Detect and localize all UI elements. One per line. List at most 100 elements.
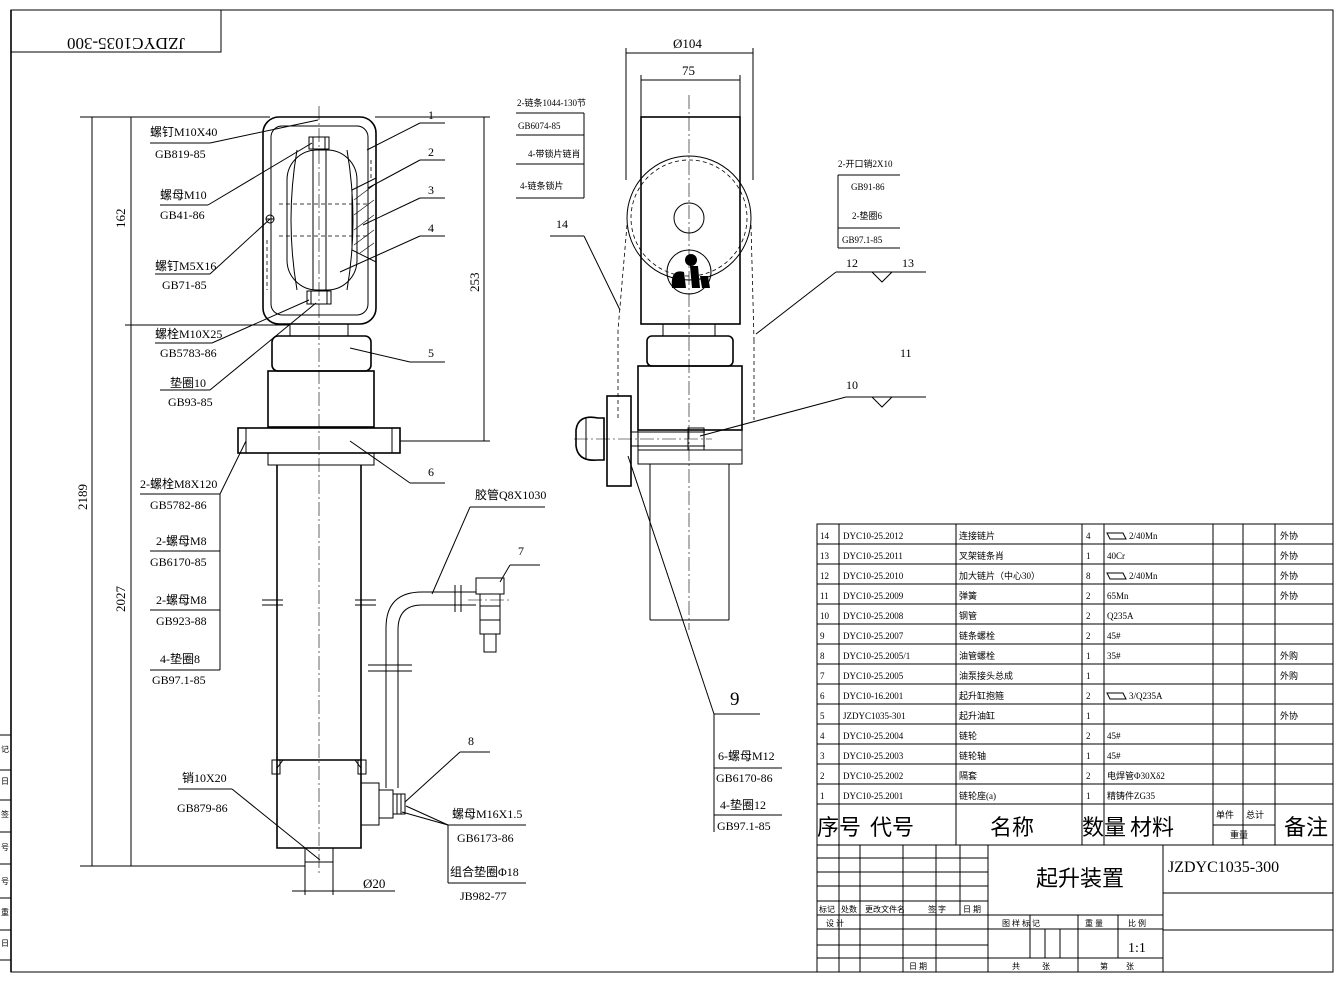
parts-cell-remark: 外协 — [1280, 530, 1298, 541]
svg-text:更改文件名: 更改文件名 — [865, 904, 905, 914]
svg-text:9: 9 — [730, 689, 740, 710]
parts-cell-material: 40Cr — [1107, 551, 1125, 561]
parts-cell-name: 弹簧 — [959, 590, 977, 601]
header-remark: 备注 — [1284, 815, 1328, 840]
parts-cell-name: 起升缸抱箍 — [959, 690, 1004, 701]
header-material: 材料 — [1130, 815, 1174, 840]
parts-cell-material: 35# — [1107, 651, 1121, 661]
svg-text:GB6170-86: GB6170-86 — [716, 771, 773, 785]
strip-label: 号 — [1, 843, 9, 852]
parts-cell-name: 链轮座(a) — [959, 790, 996, 801]
svg-text:10: 10 — [846, 378, 858, 392]
svg-text:共: 共 — [1012, 962, 1020, 971]
parts-cell-code: DYC10-25.2010 — [843, 571, 904, 581]
svg-text:处数: 处数 — [841, 904, 857, 914]
parts-cell-qty: 2 — [1086, 591, 1091, 601]
svg-text:日 期: 日 期 — [963, 905, 981, 914]
svg-text:JB982-77: JB982-77 — [460, 889, 507, 903]
svg-text:螺钉M10X40: 螺钉M10X40 — [150, 125, 217, 139]
parts-cell-code: DYC10-25.2001 — [843, 791, 903, 801]
parts-cell-name: 链轮 — [959, 730, 977, 741]
parts-cell-material: 2/40Mn — [1129, 531, 1158, 541]
svg-text:2-螺母M8: 2-螺母M8 — [156, 593, 207, 607]
svg-text:GB97.1-85: GB97.1-85 — [152, 673, 206, 687]
parts-cell-remark: 外协 — [1280, 550, 1298, 561]
parts-cell-qty: 1 — [1086, 671, 1091, 681]
svg-text:GB5782-86: GB5782-86 — [150, 498, 207, 512]
svg-text:第: 第 — [1100, 961, 1108, 971]
parts-cell-no: 11 — [820, 591, 829, 601]
scale-value: 1:1 — [1128, 941, 1146, 956]
mid-labels: 胶管Q8X1030 螺母M16X1.5 GB6173-86 组合垫圈Φ18 JB… — [401, 487, 546, 903]
header-code: 代号 — [870, 815, 914, 840]
svg-text:螺母M10: 螺母M10 — [160, 188, 207, 202]
svg-text:GB97.1-85: GB97.1-85 — [842, 235, 883, 245]
svg-text:14: 14 — [556, 217, 568, 231]
svg-text:2-螺栓M8X120: 2-螺栓M8X120 — [140, 476, 217, 491]
binding-strip: 记 日 签 号 号 重 日 — [0, 734, 11, 961]
svg-text:4-链条锁片: 4-链条锁片 — [520, 180, 564, 191]
parts-cell-no: 4 — [820, 731, 825, 741]
strip-label: 签 — [1, 809, 9, 819]
parts-cell-name: 连接链片 — [959, 530, 995, 541]
parts-cell-no: 14 — [820, 531, 830, 541]
dim-162: 162 — [113, 209, 128, 229]
svg-text:比 例: 比 例 — [1128, 918, 1146, 928]
parts-cell-code: DYC10-25.2005/1 — [843, 651, 910, 661]
parts-cell-code: DYC10-25.2004 — [843, 731, 904, 741]
svg-text:垫圈10: 垫圈10 — [170, 375, 206, 390]
strip-label: 日 — [1, 939, 9, 948]
svg-text:GB71-85: GB71-85 — [162, 278, 207, 292]
parts-cell-name: 链轮轴 — [959, 750, 986, 761]
svg-text:2-螺母M8: 2-螺母M8 — [156, 534, 207, 548]
svg-text:张: 张 — [1042, 962, 1050, 971]
svg-text:4-垫圈12: 4-垫圈12 — [720, 797, 766, 812]
svg-text:张: 张 — [1126, 962, 1134, 971]
parts-cell-no: 5 — [820, 711, 825, 721]
svg-text:螺母M16X1.5: 螺母M16X1.5 — [452, 807, 522, 821]
parts-cell-name: 油管螺栓 — [959, 650, 995, 661]
parts-cell-code: DYC10-25.2002 — [843, 771, 903, 781]
svg-text:3: 3 — [428, 183, 434, 197]
svg-text:螺钉M5X16: 螺钉M5X16 — [155, 259, 216, 273]
parts-cell-code: DYC10-25.2012 — [843, 531, 903, 541]
header-seq: 序号 — [817, 815, 861, 840]
header-name: 名称 — [990, 815, 1034, 840]
svg-text:GB819-85: GB819-85 — [155, 147, 206, 161]
parts-cell-material: 45# — [1107, 731, 1121, 741]
parts-cell-qty: 1 — [1086, 711, 1091, 721]
parts-cell-name: 钢管 — [959, 610, 977, 621]
svg-text:6-螺母M12: 6-螺母M12 — [718, 749, 775, 763]
parts-cell-material: 45# — [1107, 751, 1121, 761]
svg-text:2-开口销2X10: 2-开口销2X10 — [838, 158, 893, 169]
svg-text:胶管Q8X1030: 胶管Q8X1030 — [475, 487, 546, 502]
parts-cell-qty: 2 — [1086, 731, 1091, 741]
svg-text:签 字: 签 字 — [928, 904, 946, 914]
svg-text:图 样 标 记: 图 样 标 记 — [1002, 918, 1040, 928]
svg-text:标记: 标记 — [819, 904, 835, 914]
dim-d20: Ø20 — [363, 876, 385, 891]
left-leader-labels: 螺钉M10X40 GB819-85 螺母M10 GB41-86 螺钉M5X16 … — [140, 119, 321, 861]
parts-cell-material: 65Mn — [1107, 591, 1129, 601]
plate-symbol-icon — [1106, 692, 1127, 700]
svg-text:JZDYC1035-300: JZDYC1035-300 — [67, 34, 185, 53]
strip-label: 号 — [1, 877, 9, 886]
parts-cell-no: 12 — [820, 571, 829, 581]
parts-cell-remark: 外协 — [1280, 570, 1298, 581]
header-total: 总计 — [1246, 809, 1264, 820]
dim-253: 253 — [467, 273, 482, 293]
svg-text:6: 6 — [428, 465, 434, 479]
parts-cell-code: DYC10-25.2007 — [843, 631, 904, 641]
parts-cell-no: 7 — [820, 671, 825, 681]
svg-text:7: 7 — [518, 544, 524, 558]
side-view: Ø104 75 — [574, 36, 755, 630]
strip-label: 重 — [1, 907, 9, 917]
balloon-callouts-front: 1 2 3 4 5 6 7 8 — [339, 108, 540, 803]
parts-cell-no: 3 — [820, 751, 825, 761]
